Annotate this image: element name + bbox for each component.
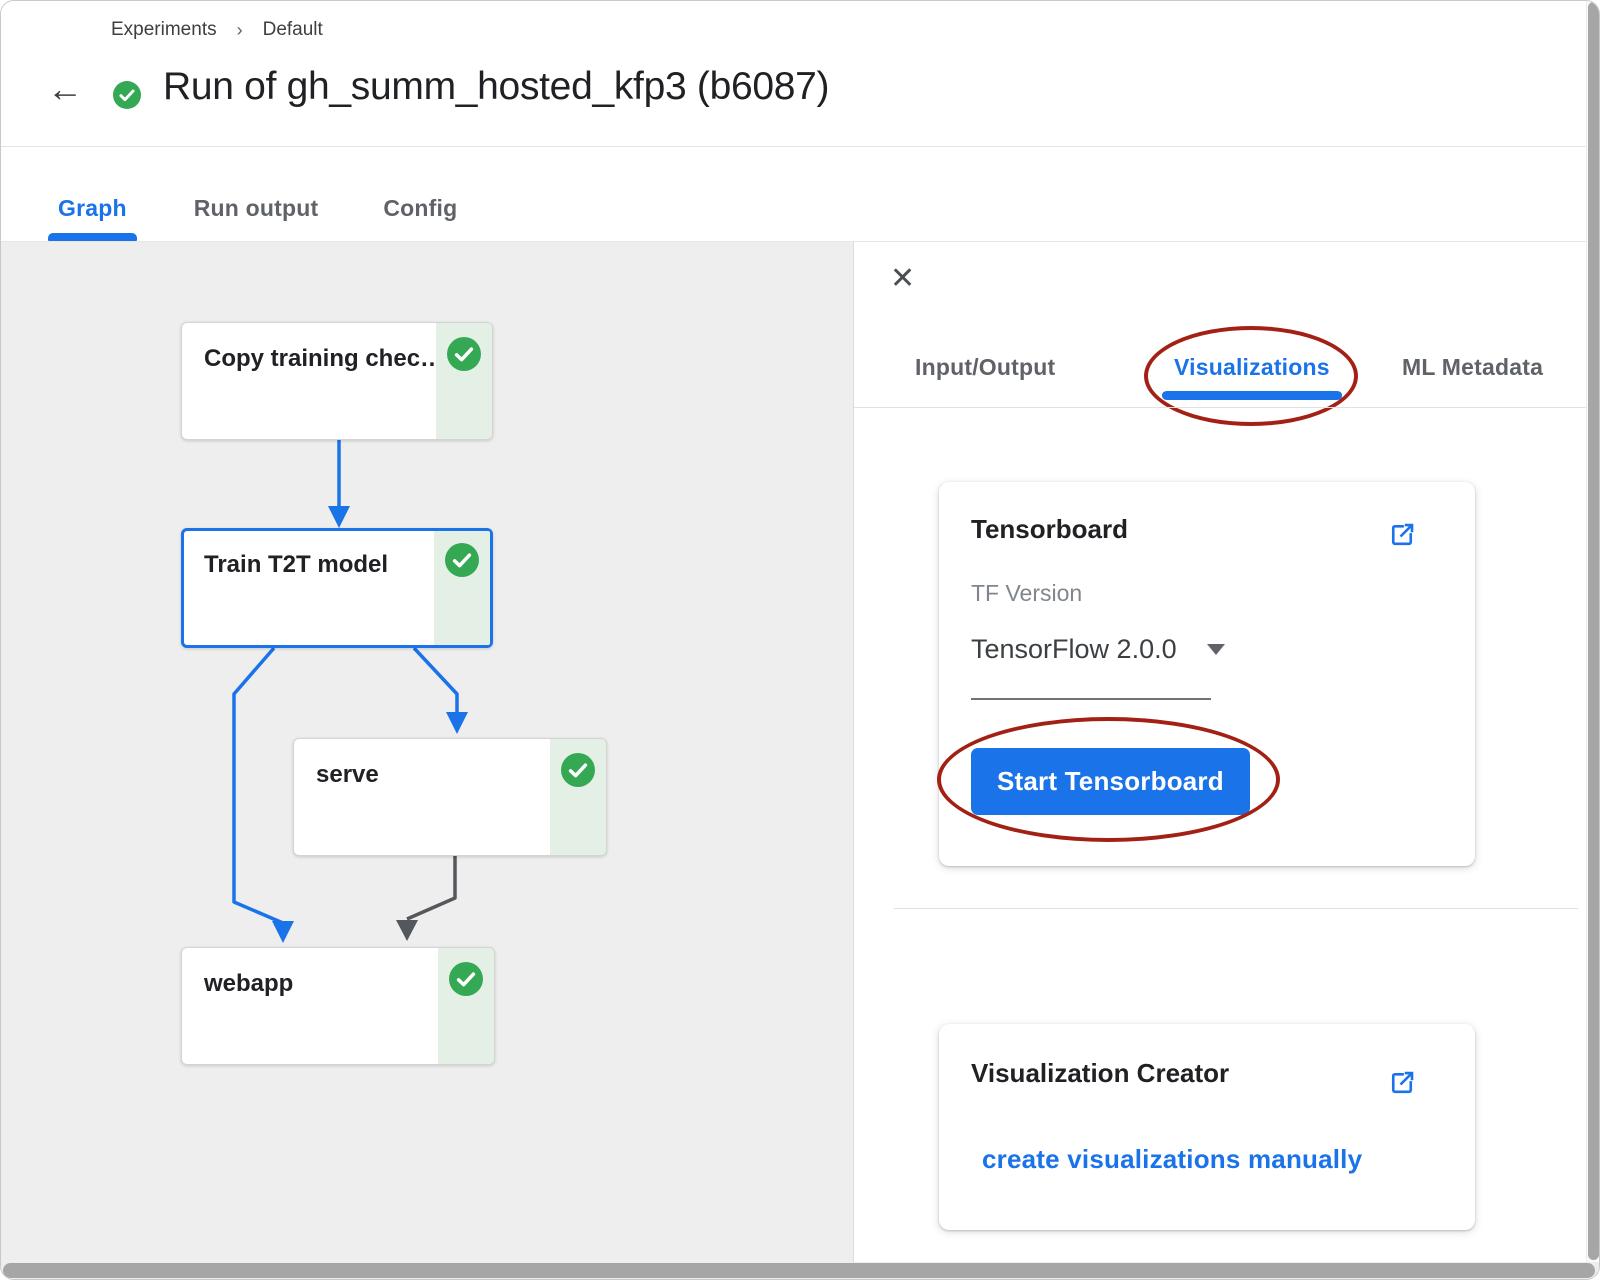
detail-panel-tabbar: Input/Output Visualizations ML Metadata — [854, 326, 1599, 426]
node-success-check-icon — [561, 753, 595, 787]
graph-node-webapp[interactable]: webapp — [181, 947, 495, 1065]
tab-visualizations-label: Visualizations — [1174, 354, 1330, 380]
chevron-down-icon — [1206, 644, 1225, 655]
back-button[interactable]: ← — [47, 68, 83, 109]
open-in-new-icon[interactable] — [1387, 1068, 1417, 1098]
title-row: ← Run of gh_summ_hosted_kfp3 (b6087) — [1, 63, 1599, 133]
tab-config-label: Config — [383, 195, 458, 221]
node-success-check-icon — [449, 962, 483, 996]
visualization-creator-title: Visualization Creator — [971, 1058, 1230, 1088]
node-label: serve — [316, 761, 379, 788]
node-status-strip — [550, 739, 606, 855]
node-label: webapp — [204, 970, 294, 997]
vertical-scrollbar-thumb[interactable] — [1588, 2, 1599, 1260]
tf-version-label: TF Version — [971, 580, 1083, 606]
active-tab-underline — [1162, 391, 1342, 400]
content-area: Copy training chec… Train T2T model — [1, 242, 1599, 1263]
graph-node-copy-training-checkpoint[interactable]: Copy training chec… — [181, 322, 493, 440]
vertical-scrollbar-track — [1586, 1, 1599, 1264]
section-divider — [894, 908, 1578, 909]
node-label: Train T2T model — [204, 551, 389, 578]
tab-graph-label: Graph — [58, 195, 127, 221]
start-tensorboard-button[interactable]: Start Tensorboard — [971, 748, 1250, 815]
tab-graph[interactable]: Graph — [48, 195, 137, 241]
main-tabbar: Graph Run output Config — [1, 147, 1599, 242]
tabbar-divider — [854, 407, 1599, 408]
graph-node-serve[interactable]: serve — [293, 738, 607, 856]
node-status-strip — [438, 948, 494, 1064]
tab-config[interactable]: Config — [383, 195, 457, 241]
node-label: Copy training chec… — [204, 345, 445, 372]
visualization-creator-card: Visualization Creator create visualizati… — [939, 1024, 1475, 1230]
breadcrumb: Experiments › Default — [111, 19, 323, 41]
tab-visualizations-wrapper: Visualizations — [1144, 326, 1358, 426]
breadcrumb-experiments[interactable]: Experiments — [111, 19, 217, 40]
run-success-check-icon — [113, 81, 141, 109]
node-detail-panel: ✕ Input/Output Visualizations ML Metadat… — [853, 242, 1599, 1263]
horizontal-scrollbar-thumb[interactable] — [3, 1263, 1595, 1278]
breadcrumb-separator-icon: › — [236, 19, 243, 40]
close-panel-button[interactable]: ✕ — [890, 262, 916, 295]
node-status-strip — [436, 323, 492, 439]
tab-visualizations[interactable]: Visualizations — [1144, 326, 1358, 426]
tf-version-select[interactable]: TensorFlow 2.0.0 — [971, 634, 1225, 665]
graph-node-train-t2t-model[interactable]: Train T2T model — [181, 528, 493, 648]
tab-input-output[interactable]: Input/Output — [915, 354, 1056, 380]
start-tensorboard-wrapper: Start Tensorboard — [937, 717, 1280, 842]
breadcrumb-default[interactable]: Default — [262, 19, 323, 40]
active-tab-underline — [48, 233, 137, 241]
node-status-strip — [434, 531, 490, 645]
tensorboard-card: Tensorboard TF Version TensorFlow 2.0.0 — [937, 482, 1475, 866]
node-success-check-icon — [447, 337, 481, 371]
open-in-new-icon[interactable] — [1387, 520, 1417, 550]
pipeline-graph-canvas[interactable]: Copy training chec… Train T2T model — [1, 242, 853, 1263]
graph-edges — [232, 440, 468, 943]
horizontal-scrollbar-track — [1, 1262, 1599, 1279]
tab-run-output-label: Run output — [193, 195, 319, 221]
tf-version-value: TensorFlow 2.0.0 — [971, 634, 1177, 664]
tab-ml-metadata[interactable]: ML Metadata — [1402, 354, 1544, 380]
tab-run-output[interactable]: Run output — [194, 195, 319, 241]
create-visualizations-link[interactable]: create visualizations manually — [982, 1144, 1363, 1174]
page-title: Run of gh_summ_hosted_kfp3 (b6087) — [163, 65, 830, 108]
node-success-check-icon — [445, 543, 479, 577]
page-header: Experiments › Default ← Run of gh_summ_h… — [1, 1, 1599, 147]
tensorboard-card-title: Tensorboard — [971, 514, 1128, 544]
select-underline — [971, 698, 1211, 700]
